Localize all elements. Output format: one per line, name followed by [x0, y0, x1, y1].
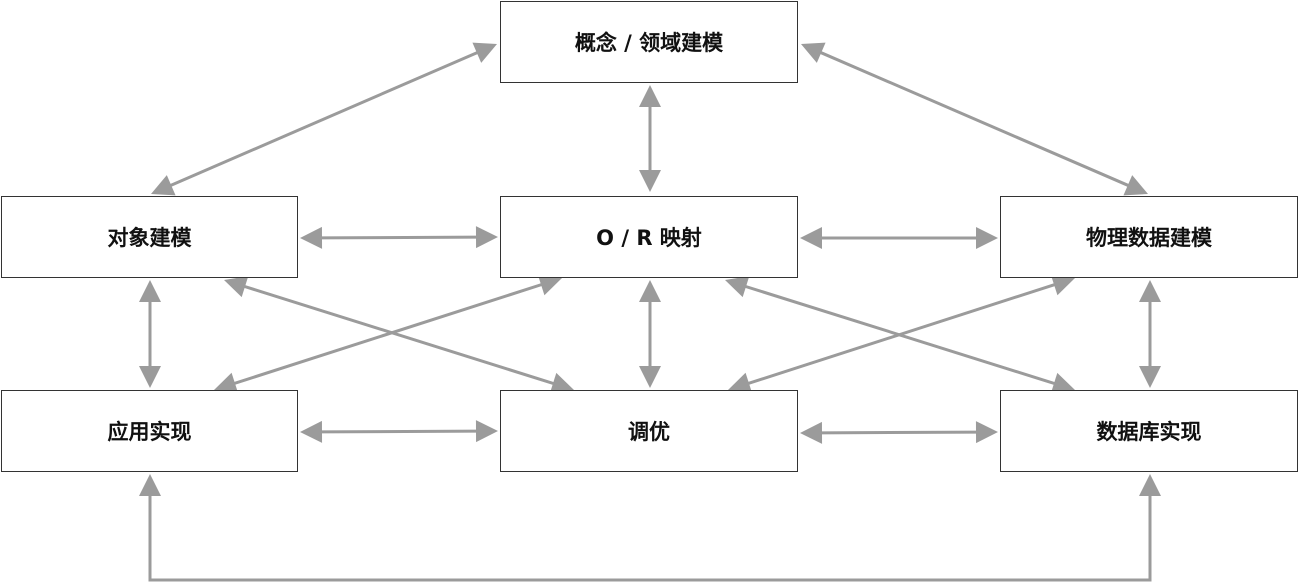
edge-physical-tuning-arrowhead-end — [728, 372, 753, 394]
edge-or-dbimpl-arrowhead-start — [725, 276, 750, 298]
edge-concept-object-line — [168, 50, 480, 188]
node-label: 数据库实现 — [1096, 420, 1202, 444]
edge-tuning-dbimpl-line — [819, 430, 979, 435]
edge-app-tuning-arrowhead-end — [475, 420, 498, 443]
node-label: 物理数据建模 — [1086, 226, 1212, 250]
edge-object-or-arrowhead-end — [475, 226, 498, 249]
edge-tuning-dbimpl-arrowhead-end — [975, 421, 998, 444]
node-label: 调优 — [628, 420, 670, 444]
node-label: 应用实现 — [107, 420, 192, 444]
edge-concept-physical-arrowhead-end — [1123, 175, 1148, 196]
edge-concept-physical-arrowhead-start — [801, 42, 826, 63]
node-label: O / R 映射 — [596, 226, 702, 250]
edge-object-or-line — [319, 235, 479, 240]
node-label: 对象建模 — [107, 226, 192, 250]
edge-or-app-arrowhead-start — [537, 274, 562, 296]
edge-concept-or-arrowhead-end — [639, 170, 661, 192]
edge-concept-or-arrowhead-start — [639, 85, 661, 107]
edge-tuning-dbimpl-arrowhead-start — [800, 421, 823, 444]
edge-or-physical-arrowhead-end — [976, 227, 998, 249]
node-or-mapping: O / R 映射 — [500, 196, 798, 278]
edge-physical-dbimpl-arrowhead-end — [1139, 366, 1161, 388]
edge-concept-physical-line — [818, 50, 1131, 188]
edge-or-tuning-arrowhead-start — [639, 280, 661, 302]
edge-or-app-line — [232, 282, 544, 386]
edge-concept-object-arrowhead-start — [472, 42, 497, 63]
edge-object-tuning-line — [242, 284, 556, 386]
node-object-modeling: 对象建模 — [1, 196, 298, 278]
edge-app-tuning-arrowhead-start — [300, 420, 323, 443]
edge-object-or-arrowhead-start — [300, 226, 323, 249]
edge-or-physical-arrowhead-start — [800, 227, 822, 249]
edge-app-dbimpl-arrowhead-start — [139, 474, 161, 496]
edge-or-tuning-arrowhead-end — [639, 366, 661, 388]
edge-app-dbimpl-line — [148, 494, 1152, 582]
node-physical-data-modeling: 物理数据建模 — [1000, 196, 1298, 278]
node-application-implementation: 应用实现 — [1, 390, 298, 472]
edge-app-dbimpl-arrowhead-end — [1139, 474, 1161, 496]
node-label: 概念 / 领域建模 — [574, 31, 724, 55]
edge-or-dbimpl-arrowhead-end — [1050, 372, 1075, 394]
edge-object-app-arrowhead-start — [139, 280, 161, 302]
edge-concept-object-arrowhead-end — [151, 175, 176, 196]
node-concept-domain-modeling: 概念 / 领域建模 — [500, 1, 798, 83]
edge-object-tuning-arrowhead-end — [549, 372, 574, 394]
edge-or-dbimpl-line — [743, 284, 1057, 386]
edge-or-app-arrowhead-end — [214, 372, 239, 394]
edge-physical-dbimpl-arrowhead-start — [1139, 280, 1161, 302]
edge-object-tuning-arrowhead-start — [224, 276, 249, 298]
node-tuning: 调优 — [500, 390, 798, 472]
edge-object-app-arrowhead-end — [139, 366, 161, 388]
node-database-implementation: 数据库实现 — [1000, 390, 1298, 472]
edge-physical-tuning-arrowhead-start — [1050, 274, 1075, 296]
edge-app-tuning-line — [319, 429, 479, 434]
